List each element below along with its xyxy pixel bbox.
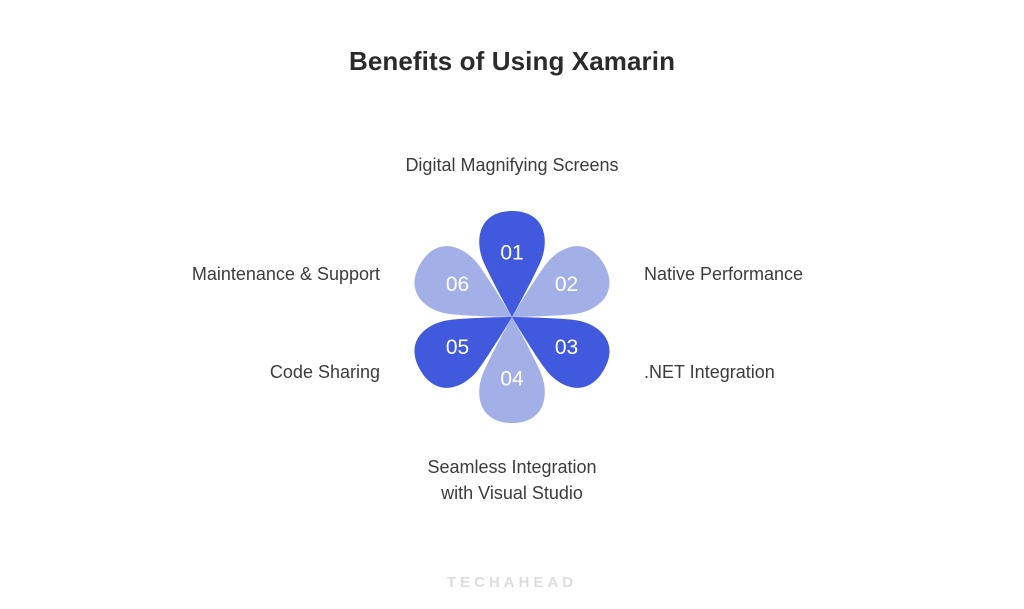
petal-01-number: 01 [500, 242, 523, 265]
petal-group-04[interactable]: 04 [479, 317, 545, 423]
petal-group-03[interactable]: 03 [495, 288, 621, 399]
petal-label-04-line-1: Seamless Integration [427, 457, 597, 477]
petal-label-04-line-2: with Visual Studio [441, 483, 583, 504]
petal-label-05: Code Sharing [269, 362, 380, 382]
petal-group-01[interactable]: 01 [479, 211, 545, 317]
petal-label-06: Maintenance & Support [191, 264, 380, 284]
petal-diagram-svg: 01 02 03 04 05 06 [403, 211, 621, 423]
petal-diagram: 01 02 03 04 05 06 [362, 167, 662, 467]
petal-group-05[interactable]: 05 [403, 288, 529, 399]
petal-group-02[interactable]: 02 [495, 235, 621, 346]
petal-group-06[interactable]: 06 [403, 235, 529, 346]
petal-04-number: 04 [500, 368, 524, 391]
petal-label-03: .NET Integration [644, 362, 775, 382]
petal-label-04: Seamless Integration with Visual Studio [362, 454, 662, 506]
petal-label-02: Native Performance [644, 264, 804, 284]
brand-watermark: TECHAHEAD [446, 574, 578, 591]
page-title: Benefits of Using Xamarin [348, 46, 676, 76]
petal-06-number: 06 [446, 273, 469, 296]
petal-03-number: 03 [555, 336, 578, 359]
petal-02-number: 02 [555, 273, 578, 296]
petal-label-01: Digital Magnifying Screens [405, 155, 619, 175]
petal-05-number: 05 [446, 336, 469, 359]
